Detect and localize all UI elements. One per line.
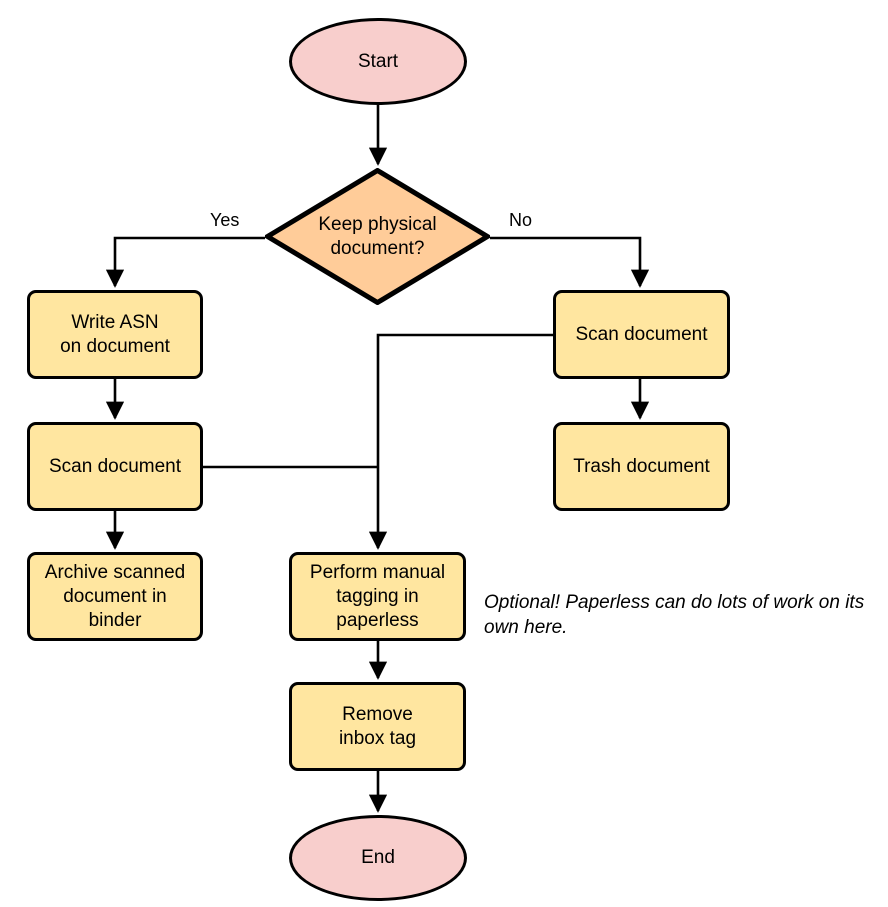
node-scan-document-left-label: Scan document [48, 455, 182, 477]
node-scan-document-right-label: Scan document [575, 323, 708, 345]
node-archive-scanned-document[interactable]: Archive scanned document in binder [27, 552, 203, 641]
edge-decision-yes-to-write-asn [105, 236, 265, 288]
node-end-label: End [361, 847, 395, 868]
edge-decision-no-to-scan-right [490, 236, 650, 288]
node-end[interactable]: End [289, 815, 467, 901]
node-keep-physical-document[interactable]: Keep physical document? [265, 168, 490, 305]
node-remove-inbox-tag[interactable]: Remove inbox tag [289, 682, 466, 771]
edge-label-no: No [509, 210, 533, 230]
node-start[interactable]: Start [289, 18, 467, 105]
optional-note: Optional! Paperless can do lots of work … [484, 592, 865, 638]
node-write-asn-label: Write ASN on document [60, 311, 170, 357]
node-tagging-label: Perform manual tagging in paperless [309, 561, 446, 631]
node-scan-document-left[interactable]: Scan document [27, 422, 203, 511]
node-start-label: Start [357, 50, 399, 72]
node-perform-manual-tagging[interactable]: Perform manual tagging in paperless [289, 552, 466, 641]
node-remove-inbox-tag-label: Remove inbox tag [338, 703, 417, 749]
edge-scan-right-to-tagging [368, 333, 553, 550]
diamond-shape [265, 168, 490, 305]
node-archive-label: Archive scanned document in binder [44, 561, 186, 631]
node-decision-label: Keep physical document? [318, 213, 437, 259]
edge-label-yes: Yes [210, 210, 240, 230]
node-scan-document-right[interactable]: Scan document [553, 290, 730, 379]
node-trash-document[interactable]: Trash document [553, 422, 730, 511]
node-trash-document-label: Trash document [573, 455, 710, 477]
node-write-asn-on-document[interactable]: Write ASN on document [27, 290, 203, 379]
